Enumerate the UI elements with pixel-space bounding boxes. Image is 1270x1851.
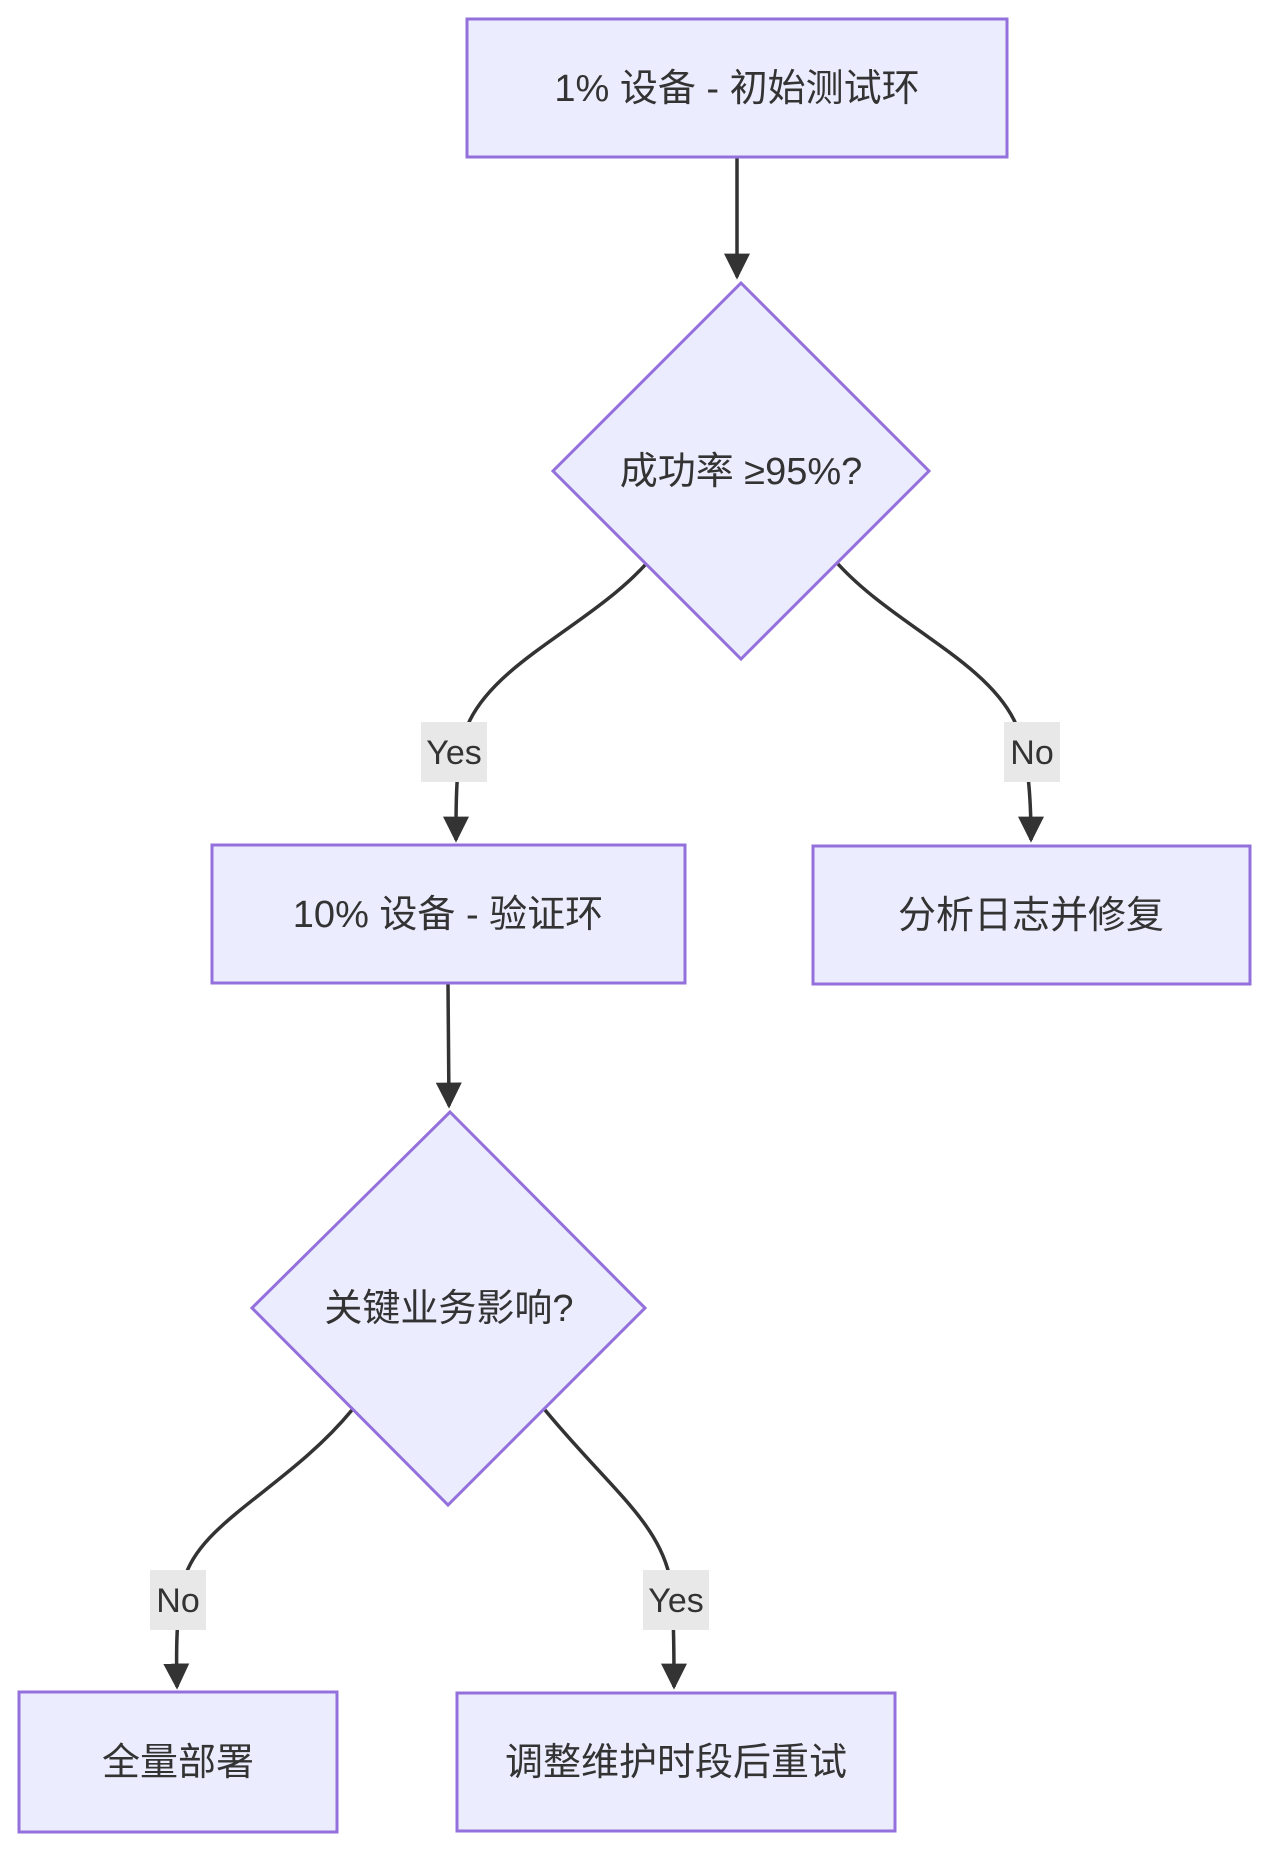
edge-success-no-to-analyze (836, 562, 1044, 843)
node-full-deployment-label: 全量部署 (102, 1742, 254, 1784)
edge-label-no-success: No (1004, 722, 1060, 782)
decision-critical-business-impact-label: 关键业务影响? (324, 1288, 573, 1330)
edge-label-yes-impact: Yes (643, 1570, 709, 1630)
node-validation-ring-label: 10% 设备 - 验证环 (293, 894, 603, 936)
decision-critical-business-impact-shape (249, 1109, 648, 1508)
node-retry-after-maintenance-window-label: 调整维护时段后重试 (505, 1742, 847, 1784)
node-validation-ring-shape (210, 843, 687, 985)
node-initial-test-ring-label: 1% 设备 - 初始测试环 (554, 68, 919, 110)
decision-success-rate-label: 成功率 ≥95%? (620, 451, 863, 493)
edge-label-no-impact: No (150, 1570, 206, 1630)
node-initial-test-ring: 1% 设备 - 初始测试环 (465, 17, 1009, 159)
decision-success-rate-shape (550, 280, 932, 662)
decision-success-rate: 成功率 ≥95%? (550, 280, 932, 662)
edge-label-bg (1004, 722, 1060, 782)
edge-label-yes-success: Yes (421, 722, 487, 782)
edge-impact-no-to-full-deploy (163, 1408, 354, 1690)
edge-success-yes-to-validation (442, 562, 648, 843)
node-initial-test-ring-shape (465, 17, 1009, 159)
edge-label-text: No (1010, 734, 1053, 772)
edge-label-text: No (156, 1582, 199, 1620)
node-full-deployment: 全量部署 (17, 1690, 339, 1834)
edge-label-text: Yes (426, 734, 481, 772)
node-retry-after-maintenance-window: 调整维护时段后重试 (455, 1691, 897, 1833)
node-analyze-logs-fix-shape (811, 844, 1252, 986)
decision-critical-business-impact: 关键业务影响? (249, 1109, 648, 1508)
edge-impact-yes-to-retry (543, 1408, 687, 1690)
edge-label-bg (643, 1570, 709, 1630)
node-full-deployment-shape (17, 1690, 339, 1834)
node-analyze-logs-fix-label: 分析日志并修复 (898, 895, 1164, 937)
node-retry-after-maintenance-window-shape (455, 1691, 897, 1833)
edge-label-text: Yes (648, 1582, 703, 1620)
edge-validation-to-impact-decision (435, 983, 462, 1109)
edge-label-bg (150, 1570, 206, 1630)
edge-label-bg (421, 722, 487, 782)
node-validation-ring: 10% 设备 - 验证环 (210, 843, 687, 985)
node-analyze-logs-fix: 分析日志并修复 (811, 844, 1252, 986)
